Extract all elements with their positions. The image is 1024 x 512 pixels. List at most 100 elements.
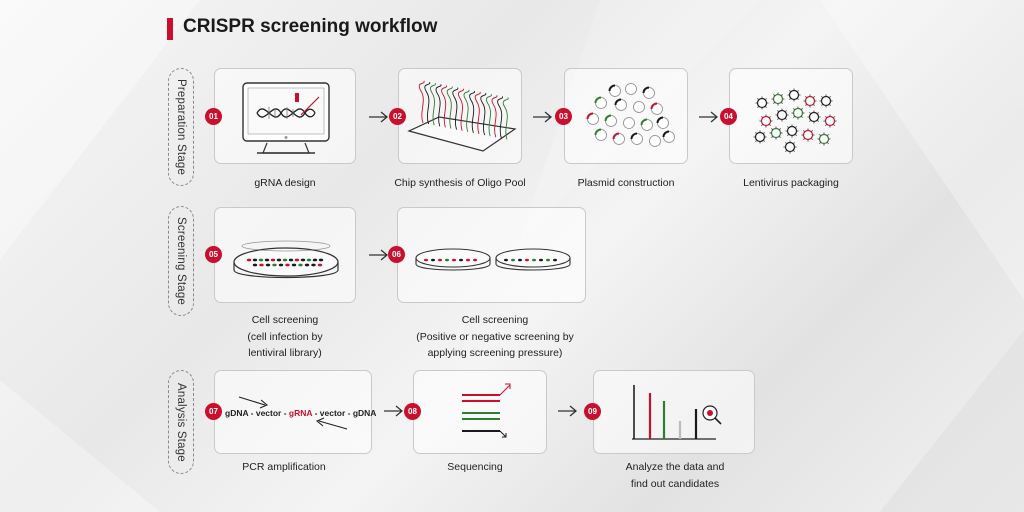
- arrow-right-icon: [369, 249, 389, 261]
- caption-line: Cell screening: [461, 314, 529, 326]
- oligo-strand: [469, 90, 476, 134]
- step-caption-analysis: Analyze the data and find out candidates: [603, 459, 747, 492]
- virus-particles-icon: [753, 88, 837, 154]
- virus-particle: [801, 128, 815, 142]
- oligo-strand: [485, 93, 492, 137]
- cell-dot: [306, 258, 312, 262]
- cell-dot: [278, 263, 284, 267]
- virus-particle: [791, 106, 805, 120]
- computer-dna-icon: [242, 82, 330, 154]
- cell-dot: [518, 258, 522, 262]
- plasmid-insert: [662, 130, 670, 138]
- plasmid-insert: [612, 132, 620, 140]
- plasmid-circle: [625, 83, 637, 95]
- plasmid-insert: [586, 112, 594, 120]
- cell-dot: [288, 258, 294, 262]
- cell-dot: [546, 258, 550, 262]
- step-caption-plasmid: Plasmid construction: [556, 175, 696, 192]
- step-number-badge: 03: [555, 108, 572, 125]
- plasmid-insert: [594, 128, 602, 136]
- stage-label: Analysis Stage: [175, 382, 187, 462]
- cell-dot: [445, 258, 449, 262]
- virus-particle: [759, 114, 773, 128]
- title-accent-bar: [167, 18, 173, 40]
- step-number-badge: 04: [720, 108, 737, 125]
- step-card-sequencing: [413, 370, 547, 454]
- cell-dot: [264, 258, 270, 262]
- step-caption-lentivirus: Lentivirus packaging: [721, 175, 861, 192]
- cell-dot: [270, 258, 276, 262]
- step-card-lentivirus: [729, 68, 853, 164]
- cell-dot: [298, 263, 303, 267]
- step-caption-gRNA-design: gRNA design: [214, 175, 356, 192]
- cell-dot: [438, 258, 442, 262]
- petri-dish-icon: [233, 240, 339, 279]
- oligo-chip-icon: [407, 80, 517, 152]
- step-number-badge: 08: [404, 403, 421, 420]
- step-card-pcr: gDNA - vector - gRNA - vector - gDNA: [214, 370, 376, 454]
- cell-dot: [258, 258, 264, 262]
- cell-dot: [466, 258, 470, 262]
- step-card-oligo-chip: [398, 68, 522, 164]
- caption-line: find out candidates: [630, 477, 720, 490]
- cell-dot: [424, 258, 428, 262]
- step-caption-oligo-chip: Chip synthesis of Oligo Pool: [383, 175, 537, 192]
- virus-particle: [817, 132, 831, 146]
- gene-part: gDNA - vector -: [225, 408, 289, 418]
- arrow-right-icon: [699, 111, 719, 123]
- caption-line: PCR amplification: [242, 461, 326, 473]
- plasmid-insert: [656, 116, 664, 124]
- virus-particle: [769, 126, 783, 140]
- caption-line: Sequencing: [447, 461, 503, 473]
- cell-dot: [504, 258, 508, 262]
- step-caption-sequencing: Sequencing: [413, 459, 537, 476]
- step-number-badge: 01: [205, 108, 222, 125]
- oligo-strand: [480, 92, 487, 136]
- caption-line: Plasmid construction: [577, 177, 675, 189]
- virus-particle: [823, 114, 837, 128]
- step-card-screening-pressure: [397, 207, 586, 303]
- bar-chart-magnifier-icon: [632, 385, 722, 440]
- gene-part: - vector - gDNA: [312, 408, 377, 418]
- cell-dot: [553, 258, 557, 262]
- cell-dot: [300, 258, 306, 262]
- oligo-strand: [502, 97, 509, 140]
- oligo-strand: [463, 89, 470, 132]
- cell-dot: [282, 258, 288, 262]
- plasmid-insert: [608, 84, 616, 92]
- step-card-analysis: [593, 370, 755, 454]
- cell-dot: [318, 258, 324, 262]
- plasmid-insert: [614, 98, 622, 106]
- cell-dot: [294, 258, 300, 262]
- virus-particle: [807, 110, 821, 124]
- caption-line: (Positive or negative screening by: [416, 330, 574, 343]
- cell-dot: [259, 263, 264, 267]
- step-number-badge: 07: [205, 403, 222, 420]
- virus-particle: [755, 96, 769, 110]
- page-title: CRISPR screening workflow: [183, 16, 438, 37]
- pcr-primers-icon: [238, 396, 348, 430]
- oligo-strand: [474, 91, 481, 135]
- sequencing-lines-icon: [462, 383, 511, 438]
- arrow-right-icon: [384, 405, 404, 417]
- oligo-strand: [441, 85, 448, 128]
- step-number-badge: 06: [388, 246, 405, 263]
- plasmid-circle: [623, 117, 635, 129]
- cell-dot: [532, 258, 536, 262]
- step-number-badge: 02: [389, 108, 406, 125]
- plasmid-circle: [649, 135, 661, 147]
- step-card-plasmid: [564, 68, 688, 164]
- step-card-cell-infection: [214, 207, 356, 303]
- cell-dot: [265, 263, 271, 267]
- oligo-strand: [418, 80, 425, 124]
- stage-preparation: Preparation Stage: [168, 68, 194, 186]
- oligo-strand: [457, 88, 464, 131]
- virus-particle: [775, 108, 789, 122]
- caption-line: gRNA design: [254, 177, 316, 189]
- caption-line: Chip synthesis of Oligo Pool: [394, 177, 526, 189]
- caption-line: lentiviral library): [248, 347, 322, 359]
- virus-particle: [783, 140, 797, 154]
- gene-construct-label: gDNA - vector - gRNA - vector - gDNA: [225, 408, 376, 418]
- stage-screening: Screening Stage: [168, 206, 194, 316]
- oligo-strand: [491, 95, 498, 138]
